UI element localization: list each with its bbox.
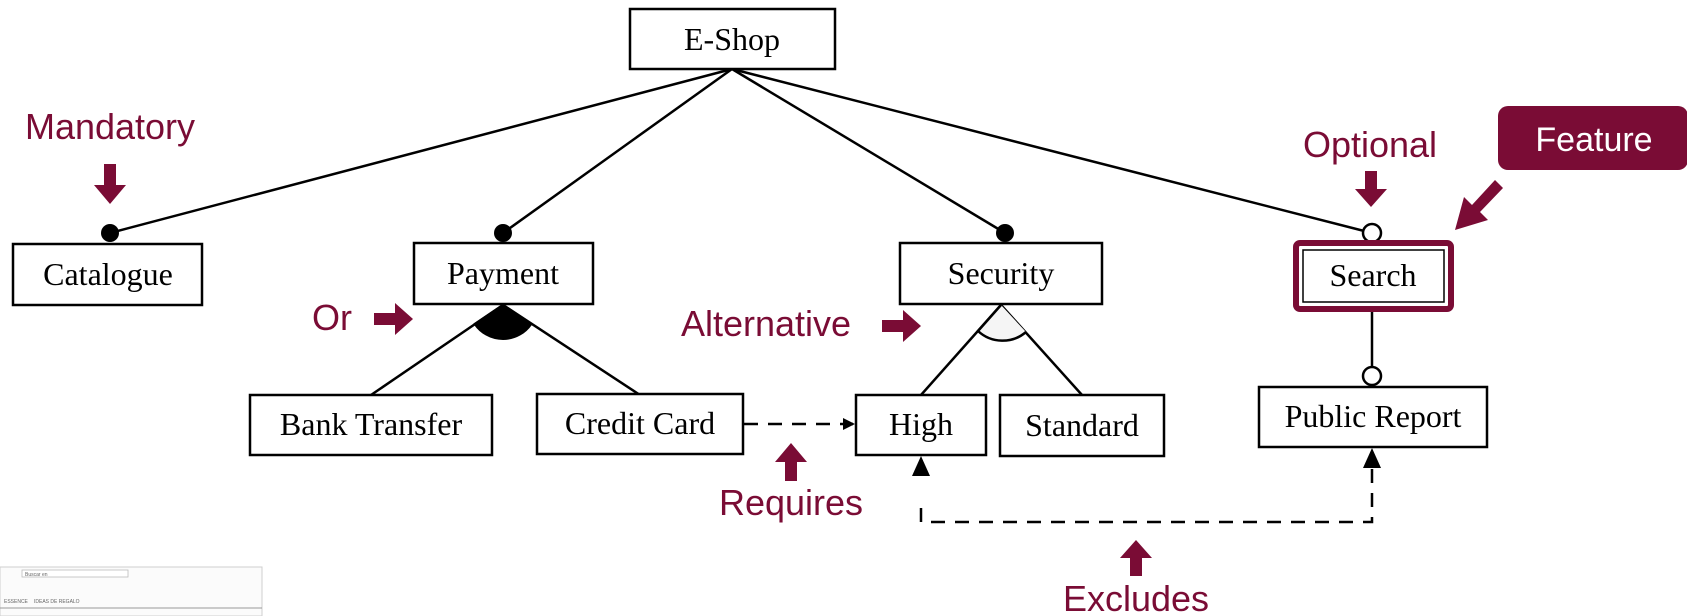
feature-standard: Standard (998, 393, 1166, 458)
feature-root-label: E-Shop (684, 21, 780, 57)
feature-payment: Payment (412, 241, 595, 306)
feature-search: Search (1293, 240, 1454, 312)
excludes-arrow-icon (1120, 540, 1152, 576)
feature-arrow-icon (1455, 180, 1503, 230)
optional-circle-search (1361, 222, 1383, 244)
feature-catalogue: Catalogue (11, 242, 204, 307)
feature-high-label: High (889, 406, 953, 442)
thumbnail-menu-item-1: ESSENCE (4, 599, 29, 605)
mandatory-arrow-icon (94, 164, 126, 204)
feature-public-report-label: Public Report (1285, 398, 1462, 434)
annotation-requires: Requires (719, 482, 863, 523)
optional-circle-report (1361, 365, 1383, 387)
excludes-arrowhead-high (912, 456, 930, 476)
annotation-or: Or (312, 297, 352, 338)
annotation-excludes: Excludes (1063, 578, 1209, 616)
feature-credit-card-label: Credit Card (565, 405, 715, 441)
feature-badge-label: Feature (1535, 121, 1652, 159)
or-arrow-icon (374, 303, 413, 335)
feature-security-label: Security (948, 255, 1055, 291)
requires-arrow-icon (775, 443, 807, 481)
tree-edges (109, 67, 1374, 397)
edge-root-security (731, 67, 1006, 235)
thumbnail-search-placeholder: Buscar en (25, 572, 48, 578)
feature-search-label: Search (1329, 257, 1416, 293)
feature-catalogue-label: Catalogue (43, 256, 173, 292)
website-thumbnail: Buscar en ESSENCE IDEAS DE REGALO (0, 566, 263, 616)
feature-credit-card: Credit Card (535, 392, 745, 456)
alternative-group-arc (976, 304, 1027, 342)
optional-arrow-icon (1355, 171, 1387, 207)
thumbnail-menu-item-2: IDEAS DE REGALO (34, 599, 80, 605)
feature-security: Security (898, 241, 1104, 306)
mandatory-dot-payment (494, 224, 512, 242)
feature-high: High (854, 393, 988, 457)
excludes-dashed-path (919, 460, 1374, 524)
mandatory-dot-security (996, 224, 1014, 242)
mandatory-dot-catalogue (101, 224, 119, 242)
feature-bank-transfer: Bank Transfer (248, 393, 494, 457)
annotation-mandatory: Mandatory (25, 106, 195, 147)
feature-root: E-Shop (628, 7, 837, 71)
feature-bank-transfer-label: Bank Transfer (280, 406, 463, 442)
feature-public-report: Public Report (1257, 385, 1489, 449)
feature-badge (1498, 106, 1687, 170)
annotation-optional: Optional (1303, 124, 1437, 165)
excludes-arrowhead-report (1363, 448, 1381, 468)
edge-root-catalogue (109, 67, 733, 235)
thumbnail-search-box (21, 569, 129, 578)
or-group-arc (473, 303, 533, 340)
annotation-alternative: Alternative (681, 303, 851, 344)
edge-root-search (731, 67, 1373, 235)
edge-root-payment (502, 67, 733, 235)
feature-standard-label: Standard (1025, 407, 1139, 443)
feature-payment-label: Payment (447, 255, 559, 291)
alternative-arrow-icon (882, 310, 921, 342)
